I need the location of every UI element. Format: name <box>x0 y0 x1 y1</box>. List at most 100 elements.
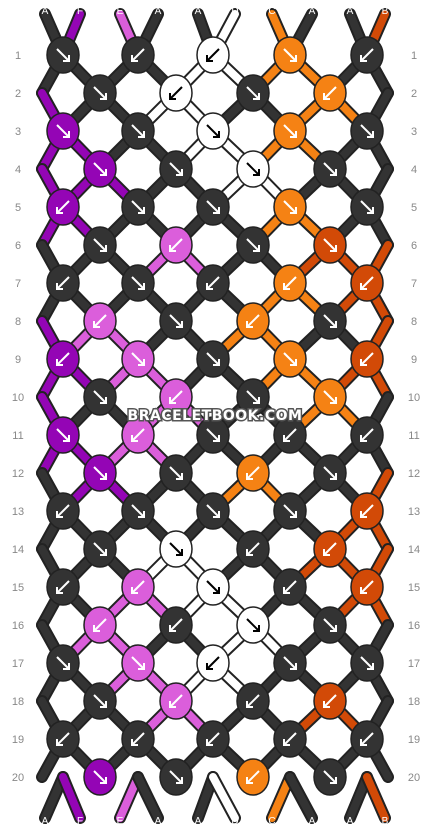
knot-arrow-icon <box>246 390 260 404</box>
arrow-head <box>360 283 367 290</box>
arrow-head <box>138 359 145 366</box>
arrow-head <box>100 473 107 480</box>
arrow-shaft <box>131 352 145 366</box>
arrow-head <box>56 587 63 594</box>
bottom-strand <box>59 773 84 822</box>
arrow-head <box>138 663 145 670</box>
arrow-head <box>213 511 220 518</box>
arrow-shaft <box>93 162 107 176</box>
knot-arrow-icon <box>283 200 297 214</box>
arrow-head <box>213 207 220 214</box>
strand-label-top: C <box>268 6 275 17</box>
knot-arrow-icon <box>131 580 145 594</box>
knot-arrow-icon <box>323 466 337 480</box>
arrow-shaft <box>360 276 374 290</box>
arrow-shaft <box>283 352 297 366</box>
arrow-head <box>56 739 63 746</box>
arrow-shaft <box>169 542 183 556</box>
watermark: BRACELETBOOK.COM <box>128 408 303 424</box>
row-number-right: 6 <box>411 240 417 252</box>
arrow-shaft <box>56 732 70 746</box>
arrow-head <box>213 435 220 442</box>
arrow-head <box>131 739 138 746</box>
knot-arrow-icon <box>169 542 183 556</box>
strand-label-bottom: A <box>195 816 202 827</box>
row-number-right: 10 <box>408 392 420 404</box>
arrow-head <box>63 55 70 62</box>
strand-label-bottom: E <box>117 816 124 827</box>
arrow-shaft <box>206 124 220 138</box>
knot-arrow-icon <box>323 542 337 556</box>
knot-arrow-icon <box>93 542 107 556</box>
arrow-shaft <box>360 124 374 138</box>
row-number-right: 13 <box>408 506 420 518</box>
knot-arrow-icon <box>93 162 107 176</box>
row-number-right: 9 <box>411 354 417 366</box>
arrow-shaft <box>131 732 145 746</box>
arrow-head <box>290 207 297 214</box>
knot-arrow-icon <box>246 314 260 328</box>
row-number-left: 20 <box>12 772 24 784</box>
row-number-left: 11 <box>12 430 23 442</box>
knot-arrow-icon <box>93 238 107 252</box>
strand-label-bottom: C <box>268 816 275 827</box>
strand-label-bottom: A <box>347 816 354 827</box>
arrow-head <box>100 245 107 252</box>
row-number-right: 15 <box>408 582 420 594</box>
arrow-shaft <box>206 200 220 214</box>
arrow-head <box>56 283 63 290</box>
arrow-head <box>56 359 63 366</box>
arrow-head <box>253 625 260 632</box>
row-number-left: 2 <box>15 88 21 100</box>
strand-label-top: A <box>155 6 162 17</box>
knot-arrow-icon <box>93 314 107 328</box>
arrow-shaft <box>246 162 260 176</box>
arrow-shaft <box>93 314 107 328</box>
knot-arrow-icon <box>131 48 145 62</box>
knot-arrow-icon <box>206 732 220 746</box>
row-number-left: 13 <box>12 506 24 518</box>
arrow-shaft <box>93 542 107 556</box>
row-number-left: 18 <box>12 696 24 708</box>
strand-label-bottom: D <box>231 816 238 827</box>
arrow-shaft <box>131 200 145 214</box>
arrow-shaft <box>56 428 70 442</box>
knot-arrow-icon <box>169 390 183 404</box>
knot-arrow-icon <box>246 618 260 632</box>
row-number-left: 17 <box>12 658 24 670</box>
strand-label-bottom: B <box>382 816 389 827</box>
arrow-head <box>283 739 290 746</box>
knot-arrow-icon <box>246 238 260 252</box>
row-number-right: 7 <box>411 278 417 290</box>
arrow-head <box>330 321 337 328</box>
arrow-head <box>206 55 213 62</box>
row-number-right: 11 <box>408 430 419 442</box>
arrow-shaft <box>56 276 70 290</box>
arrow-head <box>169 245 176 252</box>
arrow-head <box>138 511 145 518</box>
knot-arrow-icon <box>283 580 297 594</box>
strand-label-bottom: A <box>42 816 49 827</box>
bottom-strand <box>363 773 389 822</box>
arrow-head <box>246 473 253 480</box>
knot-arrow-icon <box>56 580 70 594</box>
strand-label-bottom: A <box>155 816 162 827</box>
arrow-head <box>367 131 374 138</box>
arrow-head <box>360 587 367 594</box>
knot-arrow-icon <box>360 48 374 62</box>
arrow-shaft <box>56 48 70 62</box>
bottom-strand <box>134 773 162 822</box>
arrow-shaft <box>93 238 107 252</box>
arrow-head <box>323 701 330 708</box>
knot-arrow-icon <box>283 124 297 138</box>
arrow-head <box>367 207 374 214</box>
arrow-shaft <box>323 542 337 556</box>
arrow-shaft <box>131 48 145 62</box>
row-number-right: 12 <box>408 468 420 480</box>
arrow-head <box>290 511 297 518</box>
knot-arrow-icon <box>360 732 374 746</box>
arrow-shaft <box>206 656 220 670</box>
arrow-shaft <box>169 390 183 404</box>
arrow-shaft <box>131 580 145 594</box>
